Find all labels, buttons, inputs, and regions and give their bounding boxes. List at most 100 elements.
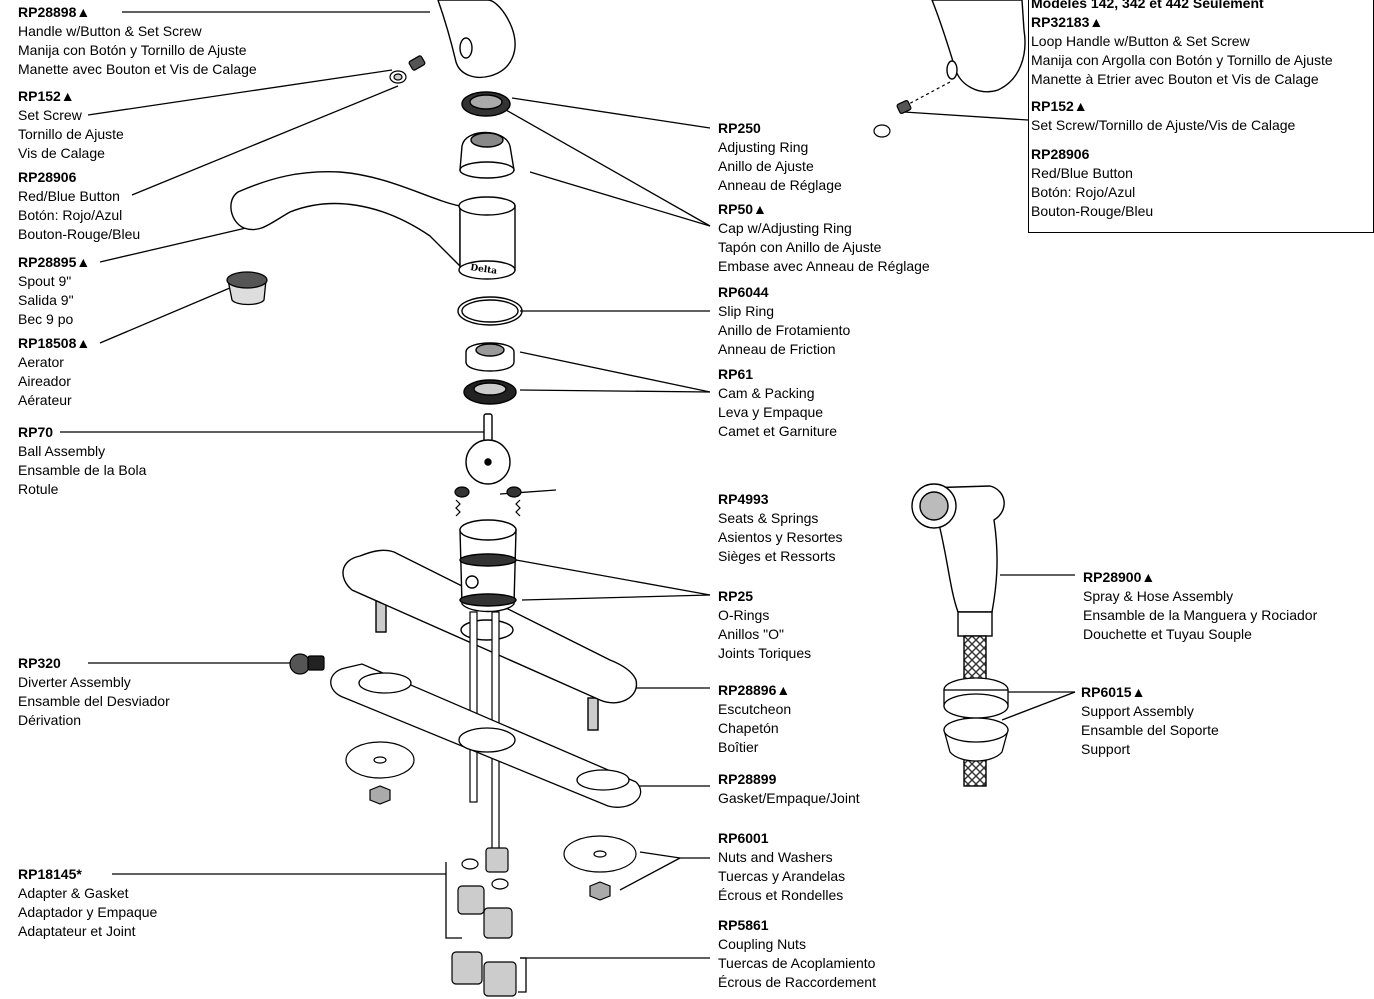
part-desc: Anillos "O" — [718, 626, 784, 642]
callout-rp28895: RP28895▲ Spout 9" Salida 9" Bec 9 po — [18, 253, 90, 329]
part-number: RP28900▲ — [1083, 569, 1156, 585]
callout-rp18145: RP18145* Adapter & Gasket Adaptador y Em… — [18, 865, 157, 941]
part-desc: Ensamble del Soporte — [1081, 722, 1219, 738]
part-desc: Joints Toriques — [718, 645, 812, 661]
part-desc: Coupling Nuts — [718, 936, 806, 952]
part-number: RP28898▲ — [18, 4, 91, 20]
adjusting-ring-part — [461, 91, 511, 117]
mounting-hardware-part — [345, 741, 637, 901]
part-desc: Set Screw — [18, 107, 82, 123]
callout-rp25: RP25 O-Rings Anillos "O" Joints Toriques — [718, 587, 811, 663]
part-number: RP250 — [718, 120, 761, 136]
cam-part — [465, 342, 515, 372]
part-desc: Red/Blue Button — [1031, 165, 1133, 181]
part-desc: Ball Assembly — [18, 443, 106, 459]
part-desc: Embase avec Anneau de Réglage — [718, 258, 930, 274]
part-number: RP18508▲ — [18, 335, 91, 351]
part-desc: Cam & Packing — [718, 385, 815, 401]
part-desc: Slip Ring — [718, 303, 775, 319]
part-desc: Écrous de Raccordement — [718, 974, 876, 990]
part-number: RP28895▲ — [18, 254, 91, 270]
part-desc: Loop Handle w/Button & Set Screw — [1031, 33, 1250, 49]
callout-rp50: RP50▲ Cap w/Adjusting Ring Tapón con Ani… — [718, 200, 930, 276]
part-number: RP4993 — [718, 491, 769, 507]
part-desc: Rotule — [18, 481, 59, 497]
part-desc: Ensamble de la Manguera y Rociador — [1083, 607, 1318, 623]
callout-rp320: RP320 Diverter Assembly Ensamble del Des… — [18, 654, 170, 730]
ball-assembly-part — [465, 413, 511, 485]
part-desc: Écrous et Rondelles — [718, 887, 844, 903]
spout-part — [230, 170, 516, 280]
part-desc: Sièges et Ressorts — [718, 548, 836, 564]
callout-rp61: RP61 Cam & Packing Leva y Empaque Camet … — [718, 365, 837, 441]
part-desc: Aerator — [18, 354, 64, 370]
part-desc: Anneau de Réglage — [718, 177, 842, 193]
part-desc: Dérivation — [18, 712, 82, 728]
callout-rp28906: RP28906 Red/Blue Button Botón: Rojo/Azul… — [18, 168, 140, 244]
loop-handle-part — [931, 0, 1026, 93]
part-number: RP28899 — [718, 771, 777, 787]
part-number: RP28906 — [18, 169, 77, 185]
part-desc: O-Rings — [718, 607, 770, 623]
part-number: RP61 — [718, 366, 754, 382]
part-desc: Botón: Rojo/Azul — [1031, 184, 1136, 200]
aerator-part — [226, 271, 268, 306]
part-desc: Aireador — [18, 373, 71, 389]
part-desc: Camet et Garniture — [718, 423, 838, 439]
slip-ring-part — [457, 296, 523, 326]
callout-rp18508: RP18508▲ Aerator Aireador Aérateur — [18, 334, 90, 410]
part-desc: Nuts and Washers — [718, 849, 833, 865]
part-desc: Adaptateur et Joint — [18, 923, 136, 939]
part-desc: Adapter & Gasket — [18, 885, 129, 901]
seats-springs-part — [454, 486, 522, 517]
part-desc: Vis de Calage — [18, 145, 105, 161]
valve-body-part — [459, 519, 517, 613]
part-number: RP6044 — [718, 284, 769, 300]
part-desc: Tuercas y Arandelas — [718, 868, 846, 884]
inset-callout: RP152▲ Set Screw/Tornillo de Ajuste/Vis … — [1031, 97, 1295, 135]
part-desc: Adjusting Ring — [718, 139, 809, 155]
part-desc: Cap w/Adjusting Ring — [718, 220, 852, 236]
coupling-nuts-part — [451, 847, 517, 997]
part-desc: Support — [1081, 741, 1131, 757]
part-desc: Manette à Etrier avec Bouton et Vis de C… — [1031, 71, 1319, 87]
part-desc: Manette avec Bouton et Vis de Calage — [18, 61, 257, 77]
cap-part — [459, 131, 515, 179]
part-number: RP50▲ — [718, 201, 767, 217]
part-desc: Seats & Springs — [718, 510, 819, 526]
callout-rp250: RP250 Adjusting Ring Anillo de Ajuste An… — [718, 119, 842, 195]
part-desc: Gasket/Empaque/Joint — [718, 790, 860, 806]
part-desc: Bouton-Rouge/Bleu — [18, 226, 141, 242]
part-desc: Douchette et Tuyau Souple — [1083, 626, 1252, 642]
part-desc: Escutcheon — [718, 701, 792, 717]
part-desc: Tapón con Anillo de Ajuste — [718, 239, 882, 255]
inset-set-screw-part — [873, 81, 951, 138]
part-desc: Aérateur — [18, 392, 72, 408]
inset-callouts: Modèles 142, 342 et 442 Seulement RP3218… — [1031, 0, 1333, 89]
gasket-part — [330, 663, 642, 808]
callout-rp28896: RP28896▲ Escutcheon Chapetón Boîtier — [718, 681, 791, 757]
part-number: RP28906 — [1031, 146, 1090, 162]
part-desc: Tornillo de Ajuste — [18, 126, 124, 142]
part-desc: Adaptador y Empaque — [18, 904, 158, 920]
part-desc: Salida 9" — [18, 292, 74, 308]
part-desc: Botón: Rojo/Azul — [18, 207, 123, 223]
part-desc: Boîtier — [718, 739, 759, 755]
part-desc: Manija con Argolla con Botón y Tornillo … — [1031, 52, 1333, 68]
packing-part — [463, 379, 517, 405]
callout-rp152: RP152▲ Set Screw Tornillo de Ajuste Vis … — [18, 87, 124, 163]
part-number: RP5861 — [718, 917, 769, 933]
part-number: RP18145* — [18, 866, 82, 882]
part-number: RP32183▲ — [1031, 14, 1104, 30]
part-number: RP6001 — [718, 830, 769, 846]
part-desc: Ensamble de la Bola — [18, 462, 147, 478]
part-desc: Spout 9" — [18, 273, 72, 289]
diverter-part — [289, 653, 325, 675]
part-desc: Anneau de Friction — [718, 341, 836, 357]
part-desc: Spray & Hose Assembly — [1083, 588, 1234, 604]
callout-rp5861: RP5861 Coupling Nuts Tuercas de Acoplami… — [718, 916, 876, 992]
part-desc: Chapetón — [718, 720, 779, 736]
part-desc: Red/Blue Button — [18, 188, 120, 204]
part-number: RP25 — [718, 588, 754, 604]
